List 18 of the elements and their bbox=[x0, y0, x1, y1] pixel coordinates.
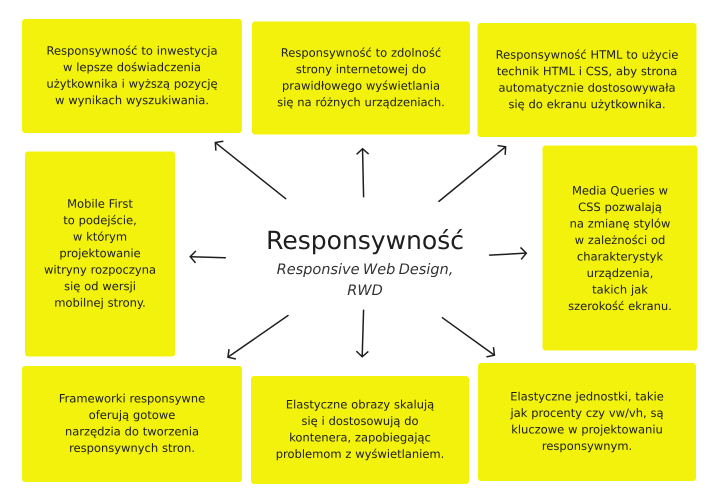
note-box: Elastyczne jednostki, takie jak procenty czy vw/vh, są kluczowe w projektowaniu responsywnym. bbox=[478, 363, 696, 481]
arrow bbox=[214, 140, 286, 200]
arrow bbox=[438, 144, 506, 202]
topic-title: Responsywność bbox=[268, 228, 462, 254]
arrow bbox=[442, 316, 496, 358]
note-box: Frameworki responsywne oferują gotowe narzędzia do tworzenia responsywnych stron. bbox=[22, 366, 242, 482]
note-box: Responsywność to inwestycja w lepsze doświadczenia użytkownika i wyższą pozycję w wynikach wyszukiwania. bbox=[22, 19, 242, 133]
arrow bbox=[227, 314, 289, 360]
arrow bbox=[189, 250, 226, 264]
arrow bbox=[356, 148, 370, 198]
note-box: Elastyczne obrazy skalują się i dostosowują do kontenera, zapobiegając problemom z wyświetlaniem. bbox=[251, 376, 469, 484]
note-box: Media Queries w CSS pozwalają na zmianę stylów w zależności od charakterystyk urządzenia, takich jak szerokość ekranu. bbox=[542, 146, 698, 350]
note-box: Mobile First to podejście, w którym projektowanie witryny rozpoczyna się od wersji mobilnej strony. bbox=[25, 152, 175, 356]
topic-subtitle: Responsive Web Design, RWD bbox=[277, 263, 452, 296]
note-box: Responsywność to zdolność strony internetowej do prawidłowego wyświetlania się na różnych urządzeniach. bbox=[252, 22, 470, 134]
arrow bbox=[356, 309, 369, 358]
arrow bbox=[488, 246, 528, 260]
note-box: Responsywność HTML to użycie technik HTML i CSS, aby strona automatycznie dostosowywała się do ekranu użytkownika. bbox=[478, 23, 696, 137]
